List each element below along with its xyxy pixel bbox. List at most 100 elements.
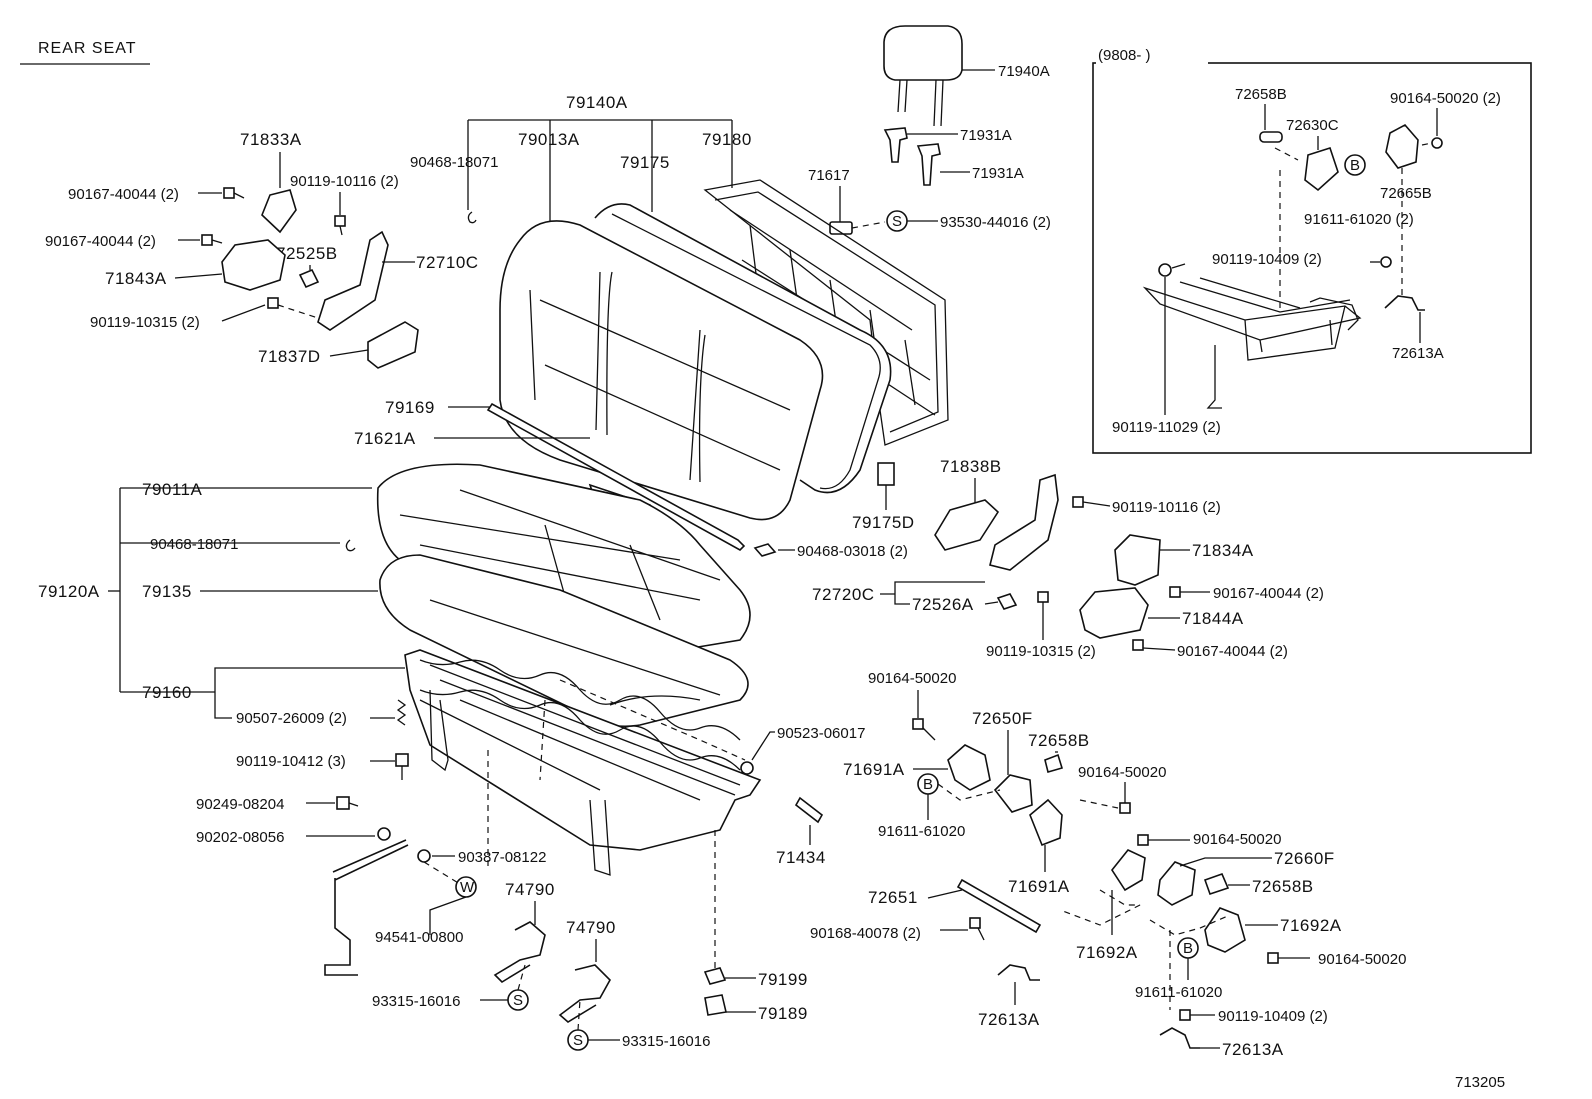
headrest — [883, 25, 995, 127]
washer-90387 — [417, 849, 431, 863]
bolt-90167-d — [1132, 639, 1176, 651]
cover-71837d — [367, 321, 419, 369]
spring-90507 — [396, 699, 407, 726]
pin-72658b-b — [1203, 872, 1230, 896]
inset-pin-72658b — [1259, 131, 1283, 143]
inset-bolt — [1431, 137, 1443, 149]
label-79013a: 79013A — [518, 130, 580, 149]
label-inset-72665b: 72665B — [1380, 185, 1432, 202]
label-79135: 79135 — [142, 582, 192, 601]
bolt-71434 — [794, 796, 824, 824]
label-90119-10412: 90119-10412 (3) — [236, 753, 346, 770]
label-72526a: 72526A — [912, 595, 974, 614]
block-72525b — [298, 268, 320, 289]
bolt-90164-c — [1137, 834, 1190, 846]
bolt-90167-b — [201, 234, 223, 246]
lock-72650f — [993, 774, 1033, 813]
clip-ring-top — [467, 211, 477, 224]
bolt-90119-10116-b — [1072, 496, 1111, 508]
inset-label: (9808- ) — [1098, 47, 1151, 64]
clamp-72613a-b — [1159, 1027, 1200, 1049]
bolt-90167-c — [1169, 586, 1210, 598]
label-inset-90119-11029: 90119-11029 (2) — [1112, 419, 1221, 436]
cover-71843a — [221, 239, 286, 291]
bracket-71691a-b — [1029, 798, 1063, 847]
label-79180: 79180 — [702, 130, 752, 149]
label-91611-61020-a: 91611-61020 — [878, 823, 965, 840]
callout-s-93530-letter: S — [892, 213, 902, 230]
block-79189 — [704, 994, 727, 1016]
label-71844a: 71844A — [1182, 609, 1244, 628]
label-72658b-a: 72658B — [1028, 731, 1090, 750]
label-72525b: 72525B — [276, 244, 338, 263]
label-72720c: 72720C — [812, 585, 875, 604]
inset-callout-b-letter: B — [1350, 157, 1360, 174]
label-71617: 71617 — [808, 167, 850, 184]
label-74790-1: 74790 — [505, 880, 555, 899]
label-90167-40044-a: 90167-40044 (2) — [68, 186, 179, 203]
washer-90202 — [377, 827, 391, 841]
cover-71692a-a — [1204, 907, 1246, 953]
label-90249-08204: 90249-08204 — [196, 796, 284, 813]
label-79175: 79175 — [620, 153, 670, 172]
cover-71844a — [1079, 587, 1149, 639]
inset-box: (9808- ) B 72658B 72630C — [1092, 44, 1532, 454]
label-inset-72613a: 72613A — [1392, 345, 1444, 362]
clip-90468-03018 — [753, 543, 777, 557]
callout-s-93315-2-letter: S — [573, 1032, 583, 1049]
lock-72660f — [1157, 861, 1196, 906]
label-79189: 79189 — [758, 1004, 808, 1023]
label-74790-2: 74790 — [566, 918, 616, 937]
clip-79199 — [703, 967, 727, 985]
label-90119-10116-a: 90119-10116 (2) — [290, 173, 399, 190]
label-inset-72630c: 72630C — [1286, 117, 1339, 134]
bolt-90168 — [969, 917, 985, 941]
bolt-90119-10412 — [395, 753, 409, 780]
seat-cushion-cover — [376, 463, 751, 663]
block-72526a — [996, 593, 1018, 610]
rod-79169 — [486, 402, 746, 551]
inset-bolt-2 — [1380, 256, 1392, 268]
label-90164-50020-b: 90164-50020 — [1078, 764, 1166, 781]
callout-s-93315-1-letter: S — [513, 992, 523, 1009]
label-71621a: 71621A — [354, 429, 416, 448]
diagram-title: REAR SEAT — [38, 40, 137, 57]
bolt-90164-a — [912, 718, 936, 741]
label-72651: 72651 — [868, 888, 918, 907]
label-79199: 79199 — [758, 970, 808, 989]
label-71940a: 71940A — [998, 63, 1050, 80]
label-90202-08056: 90202-08056 — [196, 829, 284, 846]
callout-w-letter: W — [460, 879, 475, 896]
label-inset-90119-10409: 90119-10409 (2) — [1212, 251, 1322, 268]
hinge-72720c — [989, 473, 1059, 571]
label-71833a: 71833A — [240, 130, 302, 149]
label-79120a: 79120A — [38, 582, 100, 601]
inset-bolt-3 — [1158, 263, 1172, 277]
bolt-90119-10116-a — [334, 215, 346, 236]
label-90119-10409-a: 90119-10409 (2) — [1218, 1008, 1328, 1025]
clamp-72613a-a — [997, 964, 1040, 981]
label-79011a: 79011A — [142, 480, 203, 499]
label-72650f: 72650F — [972, 709, 1033, 728]
bolt-90167-a — [223, 187, 245, 199]
label-90167-40044-b: 90167-40044 (2) — [45, 233, 156, 250]
bracket-71691a-a — [947, 744, 991, 791]
label-90387-08122: 90387-08122 — [458, 849, 546, 866]
label-93530-44016: 93530-44016 (2) — [940, 214, 1051, 231]
label-72660f: 72660F — [1274, 849, 1335, 868]
nut-90523 — [740, 761, 754, 775]
label-71691a-b: 71691A — [1008, 877, 1070, 896]
label-71837d: 71837D — [258, 347, 321, 366]
label-90468-18071-top: 90468-18071 — [410, 154, 498, 171]
label-90468-18071-mid: 90468-18071 — [150, 536, 238, 553]
rod-assembly — [324, 839, 409, 976]
label-93315-16016-1: 93315-16016 — [372, 993, 460, 1010]
label-inset-90164-50020: 90164-50020 (2) — [1390, 90, 1501, 107]
label-91611-61020-b: 91611-61020 — [1135, 984, 1222, 1001]
label-90119-10315-a: 90119-10315 (2) — [90, 314, 200, 331]
cover-71834a — [1114, 534, 1161, 586]
inset-bracket-72630c — [1304, 146, 1339, 192]
label-93315-16016-2: 93315-16016 — [622, 1033, 710, 1050]
label-79160: 79160 — [142, 683, 192, 702]
